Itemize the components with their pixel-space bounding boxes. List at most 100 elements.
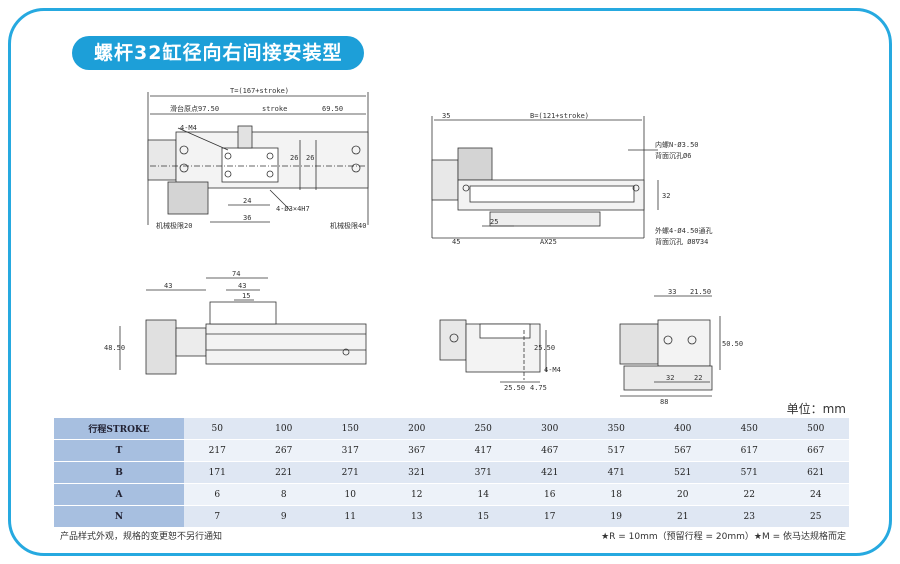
dim-22: 22 xyxy=(694,374,702,382)
table-cell: 13 xyxy=(383,505,450,528)
table-cell: 15 xyxy=(450,505,517,528)
dim-43: 43 xyxy=(164,282,172,290)
dim-26a: 26 xyxy=(290,154,298,162)
table-cell: 371 xyxy=(450,461,517,484)
table-cell: 12 xyxy=(383,483,450,506)
dim-outer-hole: 外螺4-Ø4.50通孔 xyxy=(655,226,713,235)
table-cell: 317 xyxy=(317,439,384,462)
table-cell: 171 xyxy=(184,461,251,484)
table-cell: 20 xyxy=(649,483,716,506)
dim-74: 74 xyxy=(232,270,240,278)
dim-origin: 滑台原点97.50 xyxy=(170,104,219,113)
dim-counterbore8: 背面沉孔 Ø8∇34 xyxy=(655,237,708,246)
dim-4850: 48.50 xyxy=(104,344,125,352)
table-cell: 571 xyxy=(716,461,783,484)
table-cell: 517 xyxy=(583,439,650,462)
table-cell: 19 xyxy=(583,505,650,528)
side-view-drawing xyxy=(431,116,659,239)
dim-36: 36 xyxy=(243,214,251,222)
table-cell: 18 xyxy=(583,483,650,506)
dim-32: 32 xyxy=(662,192,670,200)
dim-35: 35 xyxy=(442,112,450,120)
table-cell: 621 xyxy=(782,461,849,484)
dim-475: 4.75 xyxy=(530,384,547,392)
dim-6950: 69.50 xyxy=(322,105,343,113)
table-cell: 300 xyxy=(516,418,583,440)
dim-2150: 21.50 xyxy=(690,288,711,296)
dim-limit-left: 机械极限20 xyxy=(156,221,192,230)
dim-43b: 43 xyxy=(238,282,246,290)
table-cell: 521 xyxy=(649,461,716,484)
table-cell: 267 xyxy=(250,439,317,462)
table-cell: 22 xyxy=(716,483,783,506)
dim-stroke: stroke xyxy=(262,105,287,113)
dim-45: 45 xyxy=(452,238,460,246)
table-cell: 400 xyxy=(649,418,716,440)
dim-88: 88 xyxy=(660,398,668,406)
table-cell: 50 xyxy=(184,418,251,440)
row-header: A xyxy=(54,483,184,506)
table-cell: 23 xyxy=(716,505,783,528)
dim-26b: 26 xyxy=(306,154,314,162)
table-cell: 16 xyxy=(516,483,583,506)
table-cell: 221 xyxy=(250,461,317,484)
table-cell: 10 xyxy=(317,483,384,506)
table-cell: 350 xyxy=(583,418,650,440)
page-frame xyxy=(8,8,892,556)
table-cell: 6 xyxy=(184,483,251,506)
table-cell: 21 xyxy=(649,505,716,528)
dim-5050: 50.50 xyxy=(722,340,743,348)
dim-25: 25 xyxy=(490,218,498,226)
table-cell: 24 xyxy=(782,483,849,506)
table-cell: 14 xyxy=(450,483,517,506)
table-cell: 271 xyxy=(317,461,384,484)
dim-ax25: AX25 xyxy=(540,238,557,246)
table-cell: 8 xyxy=(250,483,317,506)
row-header: T xyxy=(54,439,184,462)
dim-2550b: 25.50 xyxy=(504,384,525,392)
dim-limit-right: 机械极限40 xyxy=(330,221,366,230)
row-header: N xyxy=(54,505,184,528)
dim-b: B=(121+stroke) xyxy=(530,112,589,120)
front-view-drawing xyxy=(119,277,367,375)
table-cell: 7 xyxy=(184,505,251,528)
dim-m4b: 4-M4 xyxy=(544,366,561,374)
rear-view-drawing xyxy=(619,295,721,397)
table-cell: 667 xyxy=(782,439,849,462)
table-cell: 250 xyxy=(450,418,517,440)
table-cell: 9 xyxy=(250,505,317,528)
footnote-left: 产品样式外观，规格的变更恕不另行通知 xyxy=(60,532,223,542)
top-view-drawing xyxy=(147,92,369,225)
table-cell: 450 xyxy=(716,418,783,440)
dim-24: 24 xyxy=(243,197,251,205)
table-cell: 467 xyxy=(516,439,583,462)
table-cell: 471 xyxy=(583,461,650,484)
dim-32b: 32 xyxy=(666,374,674,382)
dim-15: 15 xyxy=(242,292,250,300)
unit-label: 单位：mm xyxy=(786,402,846,416)
table-cell: 567 xyxy=(649,439,716,462)
dim-inner-thread: 内螺N-Ø3.50 xyxy=(655,140,699,149)
table-cell: 421 xyxy=(516,461,583,484)
table-cell: 200 xyxy=(383,418,450,440)
dim-t: T=(167+stroke) xyxy=(230,87,289,95)
dim-hole: 4-Ø3×4H7 xyxy=(276,205,310,213)
footnote-right: ★R = 10mm（预留行程 = 20mm）★M = 依马达规格而定 xyxy=(601,532,846,542)
dim-m4: 4-M4 xyxy=(180,124,197,132)
end-view-drawing xyxy=(439,319,547,383)
table-cell: 617 xyxy=(716,439,783,462)
table-cell: 11 xyxy=(317,505,384,528)
dim-2550: 25.50 xyxy=(534,344,555,352)
table-cell: 17 xyxy=(516,505,583,528)
technical-drawings: T=(167+stroke) 滑台原点97.50 stroke 69.50 4-… xyxy=(104,87,743,406)
dim-counterbore6: 背面沉孔Ø6 xyxy=(655,151,691,160)
page-title: 螺杆32缸径向右间接安装型 xyxy=(72,36,365,70)
table-cell: 217 xyxy=(184,439,251,462)
table-cell: 500 xyxy=(782,418,849,440)
